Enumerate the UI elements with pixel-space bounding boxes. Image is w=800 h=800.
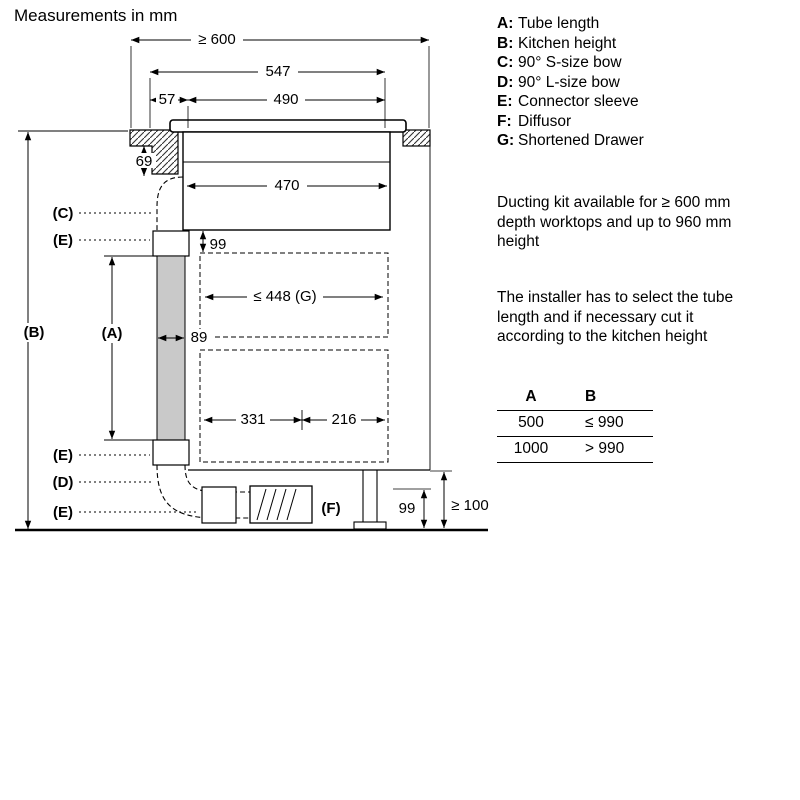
dim-89: 89: [158, 329, 212, 346]
legend-key: D:: [497, 73, 514, 91]
svg-text:99: 99: [399, 500, 416, 517]
duct-tube: [156, 255, 186, 441]
svg-text:≥ 600: ≥ 600: [198, 31, 235, 48]
svg-text:(D): (D): [53, 474, 74, 491]
legend: A: Tube length B: Kitchen height C: 90° …: [497, 14, 644, 151]
note-installer: The installer has to select the tube len…: [497, 289, 734, 345]
legend-label: Diffusor: [518, 112, 572, 130]
legend-item-e: E: Connector sleeve: [497, 92, 644, 112]
svg-text:≥ 100: ≥ 100: [451, 497, 488, 514]
dim-99-top: 99: [199, 231, 227, 253]
connector-top: [152, 230, 190, 257]
dim-100: ≥ 100: [430, 470, 493, 528]
note-ducting: Ducting kit available for ≥ 600 mm depth…: [497, 194, 732, 250]
legend-key: C:: [497, 54, 514, 71]
dim-547: 547: [149, 63, 386, 128]
legend-key: G:: [497, 132, 515, 149]
table-row: 1000 > 990: [497, 437, 653, 463]
svg-text:89: 89: [191, 329, 208, 346]
legend-label: 90° S-size bow: [518, 54, 622, 71]
dim-470: 470: [187, 177, 387, 194]
duct-bow-top: [156, 176, 186, 231]
svg-text:99: 99: [210, 236, 227, 253]
svg-text:(B): (B): [24, 324, 45, 341]
legend-label: Tube length: [518, 15, 600, 32]
svg-text:57: 57: [159, 91, 176, 108]
svg-text:≤ 448 (G): ≤ 448 (G): [253, 288, 316, 305]
label-f: (F): [321, 500, 340, 517]
svg-text:216: 216: [331, 411, 356, 428]
label-e-upper: (E): [53, 232, 150, 249]
legend-label: 90° L-size bow: [518, 73, 620, 91]
legend-item-b: B: Kitchen height: [497, 34, 644, 54]
svg-text:69: 69: [136, 153, 153, 170]
dim-a: (A): [96, 255, 156, 441]
svg-text:490: 490: [273, 91, 298, 108]
svg-text:470: 470: [274, 177, 299, 194]
label-c: (C): [53, 205, 152, 222]
legend-label: Kitchen height: [518, 34, 617, 52]
svg-text:(E): (E): [53, 504, 73, 521]
svg-text:(F): (F): [321, 500, 340, 517]
table-row: 500 ≤ 990: [497, 411, 653, 437]
legend-label: Connector sleeve: [518, 93, 639, 110]
connector-bottom: [152, 439, 190, 466]
svg-text:547: 547: [265, 63, 290, 80]
legend-item-c: C: 90° S-size bow: [497, 53, 644, 73]
table-cell-a: 1000: [513, 440, 549, 457]
legend-key: A:: [497, 15, 514, 32]
label-d: (D): [53, 474, 153, 491]
size-table: A B 500 ≤ 990 1000 > 990: [497, 385, 653, 463]
dim-331: 331: [204, 410, 303, 430]
cabinet-leg: [353, 470, 387, 530]
svg-text:(A): (A): [102, 325, 123, 342]
table-header-a: A: [525, 388, 537, 405]
diffuser: [249, 485, 313, 524]
dim-448: ≤ 448 (G): [205, 288, 383, 305]
table-header-row: A B: [497, 385, 653, 411]
legend-label: Shortened Drawer: [518, 132, 644, 149]
svg-text:331: 331: [240, 411, 265, 428]
legend-key: E:: [497, 93, 513, 110]
legend-item-g: G: Shortened Drawer: [497, 131, 644, 151]
dim-99-bottom: 99: [393, 488, 431, 528]
worktop-right: [402, 129, 431, 147]
installation-diagram: ≥ 600 547 57 490 69: [15, 31, 493, 532]
page-title: Measurements in mm: [14, 6, 178, 25]
svg-text:(E): (E): [53, 447, 73, 464]
table-cell-b: > 990: [585, 440, 625, 457]
label-e-lower: (E): [53, 504, 199, 521]
table-header-b: B: [585, 388, 597, 405]
svg-text:(E): (E): [53, 232, 73, 249]
dim-490: 490: [187, 91, 385, 128]
label-e-middle: (E): [53, 447, 150, 464]
table-cell-b: ≤ 990: [585, 414, 624, 431]
connector-horizontal: [201, 486, 237, 524]
dim-216: 216: [302, 411, 385, 428]
dim-600: ≥ 600: [130, 31, 430, 128]
legend-item-a: A: Tube length: [497, 14, 644, 34]
table-cell-a: 500: [518, 414, 544, 431]
legend-item-f: F: Diffusor: [497, 112, 644, 132]
dim-57: 57: [150, 91, 188, 108]
leg-foot: [353, 521, 387, 530]
legend-item-d: D: 90° L-size bow: [497, 73, 644, 93]
legend-key: F:: [497, 112, 512, 130]
svg-text:(C): (C): [53, 205, 74, 222]
legend-key: B:: [497, 34, 514, 52]
diffuser-louvers: [256, 488, 297, 521]
drawer-box-lower: [199, 349, 389, 463]
hob-top-plate: [169, 119, 407, 133]
dim-69: 69: [132, 146, 156, 176]
dim-b: (B): [17, 130, 128, 529]
